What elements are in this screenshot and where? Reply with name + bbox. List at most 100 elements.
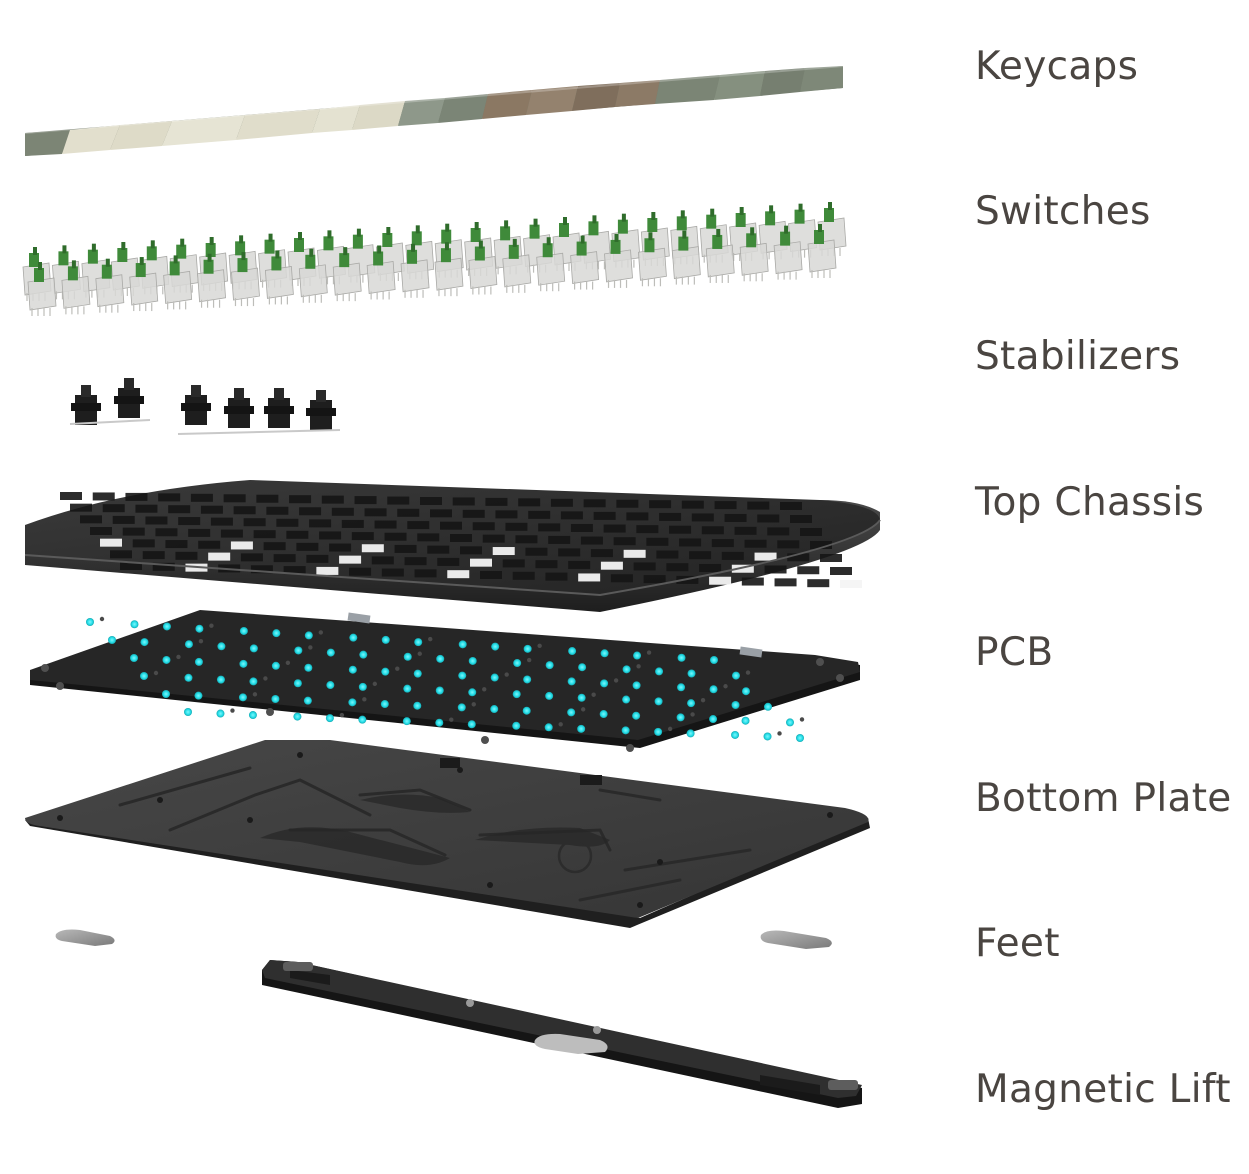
- pcb-led: [184, 708, 192, 716]
- chassis-key-cutout: [646, 537, 669, 546]
- pcb-led: [600, 679, 609, 688]
- label-magnetic-lift: Magnetic Lift: [975, 1067, 1231, 1112]
- chassis-key-cutout: [800, 528, 822, 536]
- magnetic-lift: [262, 960, 862, 1108]
- chassis-key-cutout: [711, 539, 734, 548]
- pcb-led: [326, 681, 335, 690]
- chassis-key-cutout: [790, 515, 812, 523]
- chassis-key-cutout: [797, 566, 820, 575]
- chassis-key-cutout: [420, 497, 442, 505]
- pcb-led: [578, 663, 587, 672]
- pcb-led: [786, 718, 794, 727]
- pcb-led: [731, 700, 740, 709]
- pcb-led: [622, 695, 631, 704]
- chassis-key-cutout: [659, 512, 682, 521]
- pcb-components: [41, 616, 844, 752]
- switch: [502, 238, 532, 293]
- chassis-key-cutout: [590, 549, 613, 558]
- pcb-led: [184, 673, 193, 682]
- chassis-key-cutout: [643, 575, 666, 584]
- chassis-key-cutout: [135, 504, 158, 513]
- pcb-led: [358, 715, 367, 724]
- pcb-led: [491, 642, 500, 651]
- pcb-led: [654, 697, 663, 706]
- pcb-led: [468, 688, 477, 697]
- chassis-key-cutout: [188, 528, 211, 537]
- chassis-key-cutout: [741, 577, 764, 586]
- chassis-key-cutout: [306, 554, 329, 563]
- chassis-key-cutout: [774, 578, 797, 587]
- chassis-key-cutout: [361, 544, 384, 553]
- chassis-key-cutout: [593, 511, 616, 520]
- chassis-key-cutout: [387, 496, 410, 505]
- chassis-key-cutout: [417, 533, 440, 542]
- chassis-key-cutout: [319, 531, 342, 540]
- chassis-key-cutout: [515, 535, 538, 544]
- chassis-key-cutout: [273, 554, 296, 563]
- switch: [231, 252, 260, 307]
- chassis-key-cutout: [807, 579, 830, 588]
- pcb-led: [325, 714, 334, 723]
- chassis-key-cutout: [155, 528, 178, 537]
- chassis-key-cutout: [545, 572, 568, 581]
- label-stabilizers: Stabilizers: [975, 334, 1181, 379]
- pcb-led: [467, 720, 476, 729]
- chassis-key-cutout: [200, 505, 223, 514]
- chassis-key-cutout: [636, 525, 659, 534]
- pcb-led: [544, 723, 553, 732]
- chassis-key-cutout: [485, 497, 508, 506]
- chassis-key-cutout: [223, 494, 246, 503]
- chassis-key-cutout: [502, 559, 525, 568]
- pcb-led: [108, 636, 116, 644]
- pcb-led: [293, 679, 302, 688]
- chassis-key-cutout: [689, 551, 712, 560]
- pcb-led: [677, 653, 686, 662]
- pcb-led: [458, 671, 467, 680]
- chassis-key-cutout: [721, 551, 744, 560]
- chassis-key-cutout: [691, 513, 714, 522]
- label-switches: Switches: [975, 189, 1151, 234]
- bottom-plate: [25, 740, 870, 928]
- chassis-key-cutout: [492, 547, 515, 556]
- pcb-led: [239, 626, 248, 635]
- chassis-key-cutout: [560, 511, 583, 520]
- pcb-led: [622, 665, 631, 674]
- pcb-led: [403, 652, 412, 661]
- chassis-key-cutout: [679, 538, 702, 547]
- chassis-key-cutout: [669, 525, 692, 534]
- chassis-key-cutout: [757, 514, 780, 523]
- chassis-key-cutout: [60, 492, 82, 500]
- chassis-key-cutout: [747, 501, 770, 510]
- switch: [739, 227, 769, 282]
- pcb-led: [249, 644, 258, 653]
- chassis-key-cutout: [440, 521, 462, 530]
- chassis-key-cutout: [329, 543, 352, 552]
- chassis-key-cutout: [656, 550, 679, 559]
- chassis-key-cutout: [152, 562, 175, 571]
- switches-row: [22, 202, 847, 316]
- pcb-led: [513, 659, 522, 668]
- chassis-key-cutout: [125, 492, 148, 501]
- pcb-led: [413, 701, 422, 710]
- chassis-key-cutout: [427, 545, 450, 554]
- chassis-key-cutout: [681, 500, 704, 509]
- chassis-key-cutout: [256, 494, 279, 503]
- chassis-key-cutout: [754, 552, 777, 561]
- pcb-led: [86, 618, 94, 626]
- chassis-key-cutout: [407, 521, 430, 530]
- chassis-key-cutout: [709, 576, 732, 585]
- pcb-led: [568, 647, 577, 656]
- chassis-key-cutout: [198, 540, 221, 549]
- chassis-key-cutout: [414, 569, 437, 578]
- pcb-led: [130, 654, 138, 662]
- pcb-led: [140, 672, 148, 680]
- pcb-led: [359, 650, 368, 659]
- pcb-led: [216, 675, 225, 684]
- pcb-led: [162, 655, 171, 664]
- chassis-key-cutout: [780, 502, 802, 510]
- pcb-led: [654, 727, 663, 736]
- chassis-key-cutout: [165, 540, 188, 549]
- chassis-key-cutout: [145, 516, 168, 525]
- chassis-key-cutout: [354, 496, 377, 505]
- pcb-led: [249, 677, 258, 686]
